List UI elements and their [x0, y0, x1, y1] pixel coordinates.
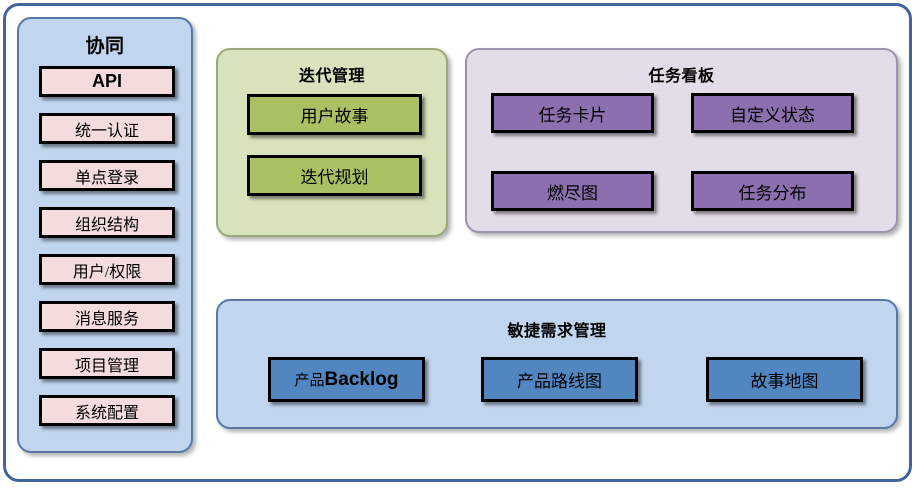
collaboration-panel: 协同 API 统一认证 单点登录 组织结构 用户/权限 消息服务 项目管理 系统… — [17, 17, 193, 453]
collab-item-single-sign-on[interactable]: 单点登录 — [39, 160, 175, 191]
collab-item-unified-auth[interactable]: 统一认证 — [39, 113, 175, 144]
iteration-management-panel: 迭代管理 用户故事 迭代规划 — [216, 48, 448, 237]
agile-item-product-backlog-cn: 产品 — [294, 373, 325, 389]
taskboard-item-burndown-chart[interactable]: 燃尽图 — [491, 171, 654, 211]
collab-item-user-permission[interactable]: 用户/权限 — [39, 254, 175, 285]
agile-item-story-map[interactable]: 故事地图 — [706, 357, 863, 402]
taskboard-item-task-distribution[interactable]: 任务分布 — [691, 171, 854, 211]
collaboration-panel-title: 协同 — [85, 36, 125, 57]
collab-item-api[interactable]: API — [39, 66, 175, 97]
agile-item-product-backlog-en: Backlog — [324, 368, 399, 390]
collab-item-project-management[interactable]: 项目管理 — [39, 348, 175, 379]
taskboard-item-task-card[interactable]: 任务卡片 — [491, 93, 654, 133]
agile-panel-title: 敏捷需求管理 — [507, 323, 607, 340]
iteration-panel-title: 迭代管理 — [298, 68, 365, 85]
collab-item-org-structure[interactable]: 组织结构 — [39, 207, 175, 238]
collab-item-message-service[interactable]: 消息服务 — [39, 301, 175, 332]
task-board-panel-title: 任务看板 — [648, 68, 715, 85]
iteration-item-iteration-planning[interactable]: 迭代规划 — [247, 155, 422, 196]
iteration-item-user-story[interactable]: 用户故事 — [247, 94, 422, 135]
task-board-panel: 任务看板 任务卡片 自定义状态 燃尽图 任务分布 — [465, 48, 898, 233]
collab-item-system-config[interactable]: 系统配置 — [39, 395, 175, 426]
agile-item-product-roadmap[interactable]: 产品路线图 — [481, 357, 638, 402]
taskboard-item-custom-status[interactable]: 自定义状态 — [691, 93, 854, 133]
outer-frame-border — [3, 3, 912, 482]
